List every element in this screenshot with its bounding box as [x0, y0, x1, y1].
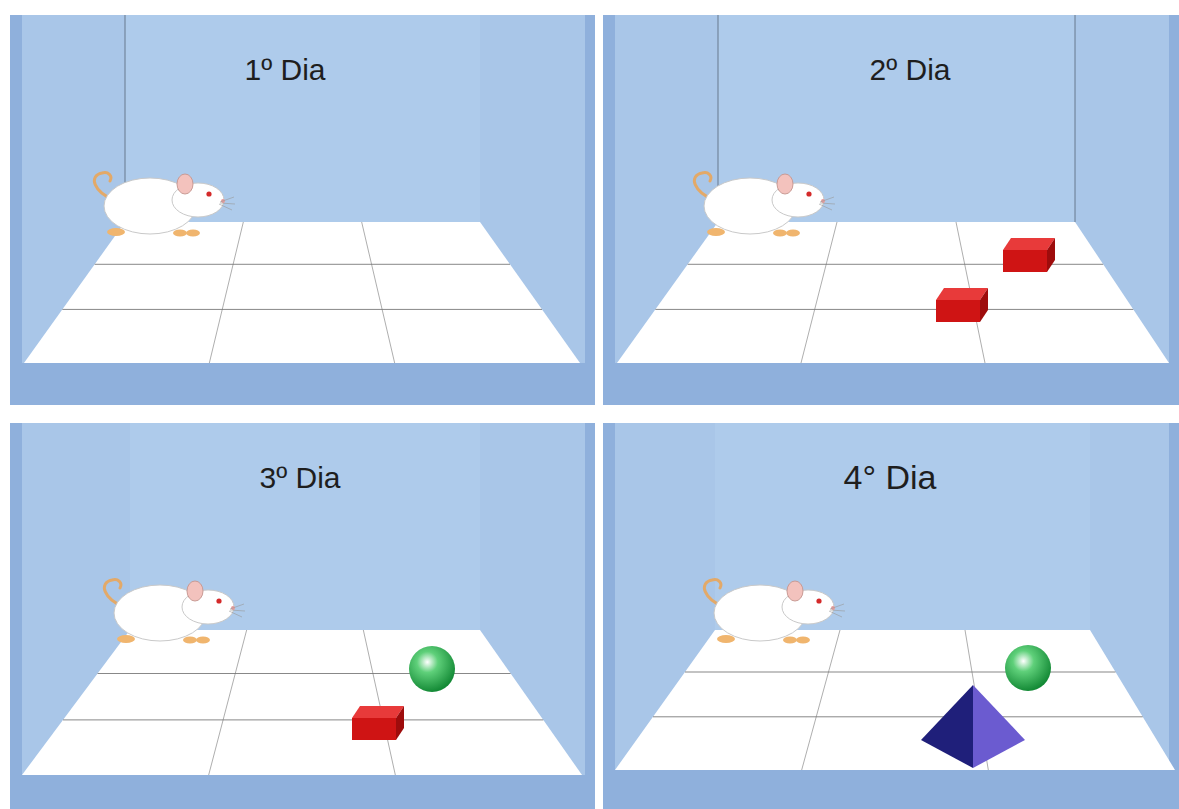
day-label: 3º Dia [260, 461, 341, 494]
day-label: 4° Dia [844, 459, 937, 496]
rat [104, 580, 245, 644]
day-label: 1º Dia [245, 53, 326, 86]
blue-pyramid [921, 685, 1025, 768]
day-panel: 2º Dia [603, 15, 1179, 405]
day-panel: 1º Dia [10, 15, 595, 405]
day-panel: 3º Dia [10, 423, 595, 809]
green-sphere [409, 646, 455, 692]
rat [704, 580, 845, 644]
green-sphere [1005, 645, 1051, 691]
rat [694, 173, 835, 237]
red-cube [352, 706, 404, 740]
day-label: 2º Dia [870, 53, 951, 86]
rat [94, 173, 235, 237]
red-cube [936, 288, 988, 322]
arena [603, 423, 1179, 809]
arena [603, 15, 1179, 405]
red-cube [1003, 238, 1055, 272]
arena [10, 15, 595, 405]
day-panel: 4° Dia [603, 423, 1179, 809]
arena [10, 423, 595, 809]
